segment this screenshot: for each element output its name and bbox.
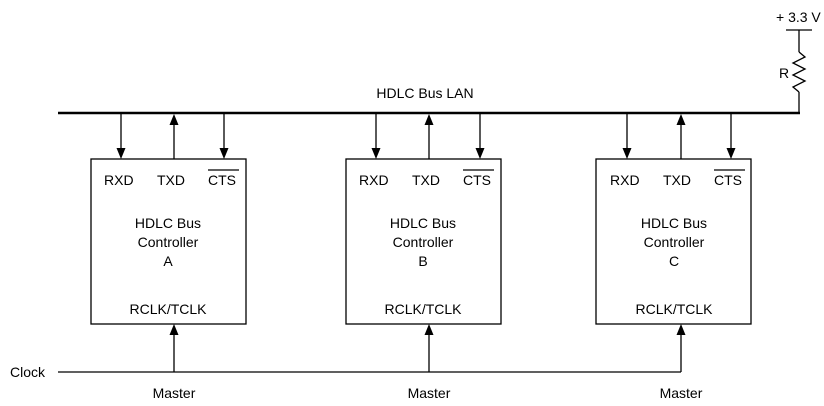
resistor-symbol bbox=[791, 51, 807, 93]
controller-box bbox=[595, 158, 752, 325]
txd-pin-label: TXD bbox=[157, 172, 185, 188]
master-label: Master bbox=[153, 385, 196, 401]
txd-arrow bbox=[676, 114, 686, 125]
rxd-arrow bbox=[371, 148, 381, 159]
controller-box bbox=[345, 158, 502, 325]
master-label: Master bbox=[408, 385, 451, 401]
clock-arrow bbox=[169, 324, 179, 335]
controller-title-line1: HDLC Bus bbox=[641, 215, 707, 231]
txd-pin-label: TXD bbox=[663, 172, 691, 188]
controller-title-line2: Controller bbox=[393, 234, 454, 250]
controller-c: RXD TXD CTS HDLC Bus Controller C RCLK/T… bbox=[595, 113, 752, 401]
controller-letter: C bbox=[669, 253, 679, 269]
rxd-arrow bbox=[622, 148, 632, 159]
supply-voltage-label: + 3.3 V bbox=[776, 9, 821, 25]
cts-pin-label: CTS bbox=[463, 172, 491, 188]
rxd-pin-label: RXD bbox=[359, 172, 389, 188]
clock-label: Clock bbox=[10, 364, 46, 380]
clock-pin-label: RCLK/TCLK bbox=[635, 301, 713, 317]
controller-letter: A bbox=[163, 253, 173, 269]
txd-arrow bbox=[424, 114, 434, 125]
controller-a: RXD TXD CTS HDLC Bus Controller A RCLK/T… bbox=[90, 113, 247, 401]
controller-letter: B bbox=[418, 253, 427, 269]
controller-title-line1: HDLC Bus bbox=[135, 215, 201, 231]
bus-label: HDLC Bus LAN bbox=[376, 85, 473, 101]
master-label: Master bbox=[660, 385, 703, 401]
rxd-pin-label: RXD bbox=[104, 172, 134, 188]
controller-b: RXD TXD CTS HDLC Bus Controller B RCLK/T… bbox=[345, 113, 502, 401]
controller-box bbox=[90, 158, 247, 325]
controller-title-line1: HDLC Bus bbox=[390, 215, 456, 231]
rxd-pin-label: RXD bbox=[610, 172, 640, 188]
cts-arrow bbox=[219, 148, 229, 159]
cts-arrow bbox=[726, 148, 736, 159]
cts-pin-label: CTS bbox=[208, 172, 236, 188]
clock-arrow bbox=[424, 324, 434, 335]
txd-pin-label: TXD bbox=[412, 172, 440, 188]
clock-pin-label: RCLK/TCLK bbox=[384, 301, 462, 317]
controller-title-line2: Controller bbox=[138, 234, 199, 250]
rxd-arrow bbox=[116, 148, 126, 159]
txd-arrow bbox=[169, 114, 179, 125]
resistor-label: R bbox=[779, 65, 789, 81]
cts-arrow bbox=[475, 148, 485, 159]
controller-title-line2: Controller bbox=[644, 234, 705, 250]
clock-pin-label: RCLK/TCLK bbox=[129, 301, 207, 317]
cts-pin-label: CTS bbox=[714, 172, 742, 188]
clock-arrow bbox=[676, 324, 686, 335]
